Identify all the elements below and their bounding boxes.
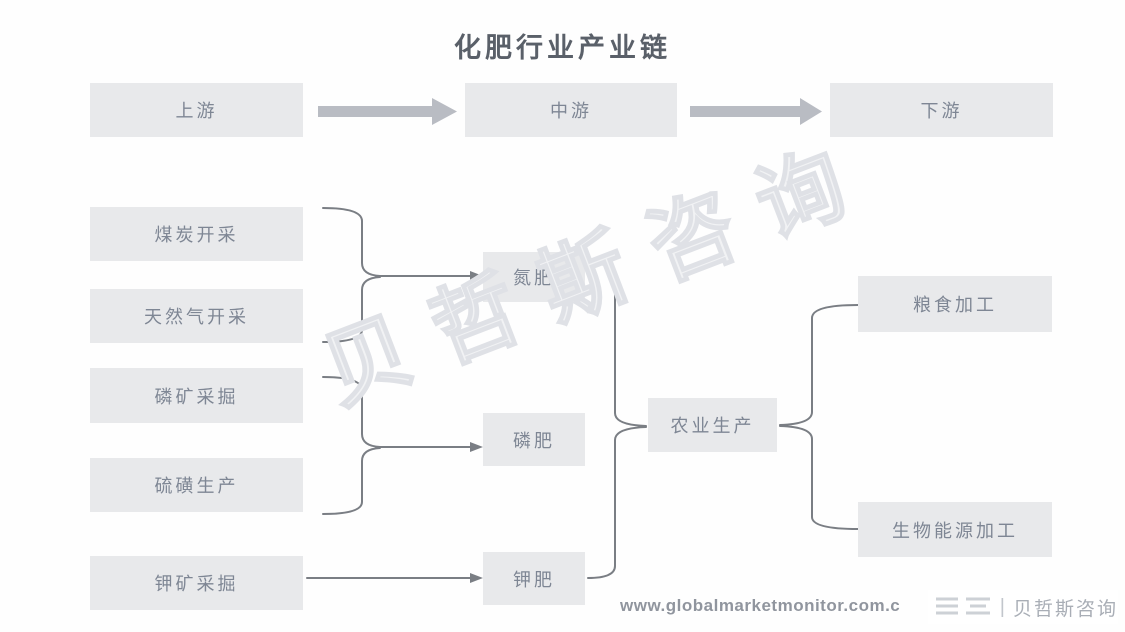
node-natural-gas-label: 天然气开采 <box>144 307 249 327</box>
brace-agriculture-split <box>779 304 859 426</box>
brace-phos-sulfur-lower <box>322 447 381 515</box>
footer-url: www.globalmarketmonitor.com.c <box>620 596 901 615</box>
node-coal-mining: 煤炭开采 <box>90 207 303 261</box>
brace-coal-gas <box>322 207 381 277</box>
node-phosphate-mining: 磷矿采掘 <box>90 368 303 423</box>
stage-label-downstream: 下游 <box>920 101 963 121</box>
logo-separator: | <box>999 596 1005 618</box>
node-bioenergy-processing-label: 生物能源加工 <box>892 520 1018 541</box>
brace-fertilizers-lower <box>587 426 647 579</box>
logo-brand-text: 贝哲斯咨询 <box>1012 598 1118 620</box>
node-grain-processing: 粮食加工 <box>858 276 1052 332</box>
arrowhead-nitrogen-icon <box>470 271 483 281</box>
node-agriculture: 农业生产 <box>648 398 777 452</box>
stage-box-downstream: 下游 <box>830 83 1053 137</box>
node-bioenergy-processing: 生物能源加工 <box>858 502 1052 557</box>
node-sulfur-production: 硫磺生产 <box>90 458 303 512</box>
stage-label-midstream: 中游 <box>550 101 592 121</box>
footer-logo: | 贝哲斯咨询 <box>927 590 1118 624</box>
node-agriculture-label: 农业生产 <box>670 416 755 436</box>
node-natural-gas: 天然气开采 <box>90 289 303 343</box>
node-phosphate-fertilizer: 磷肥 <box>483 413 585 466</box>
node-potash-mining-label: 钾矿采掘 <box>154 574 239 594</box>
node-sulfur-production-label: 硫磺生产 <box>154 476 239 496</box>
node-phosphate-mining-label: 磷矿采掘 <box>154 386 239 407</box>
node-potash-mining: 钾矿采掘 <box>90 556 303 610</box>
node-coal-mining-label: 煤炭开采 <box>154 225 239 245</box>
node-nitrogen-fertilizer-label: 氮肥 <box>513 268 555 288</box>
node-nitrogen-fertilizer: 氮肥 <box>483 252 585 302</box>
node-phosphate-fertilizer-label: 磷肥 <box>513 430 555 451</box>
arrowhead-potash-icon <box>470 573 483 583</box>
bezes-logo-mark-icon <box>935 597 990 615</box>
stage-arrow-mid-to-down-icon <box>690 98 822 125</box>
stage-box-midstream: 中游 <box>465 83 677 137</box>
stage-label-upstream: 上游 <box>175 101 218 121</box>
brace-phos-sulfur <box>322 376 381 448</box>
stage-box-upstream: 上游 <box>90 83 303 137</box>
node-grain-processing-label: 粮食加工 <box>913 295 997 315</box>
node-potash-fertilizer: 钾肥 <box>483 552 585 605</box>
node-potash-fertilizer-label: 钾肥 <box>513 569 555 590</box>
brace-agriculture-split-lower <box>779 425 859 530</box>
stage-arrow-up-to-mid-icon <box>318 98 457 125</box>
brace-coal-gas-lower <box>322 276 381 343</box>
page-title: 化肥行业产业链 <box>454 33 671 63</box>
brace-fertilizers <box>587 262 647 427</box>
arrowhead-phosphate-icon <box>470 442 483 452</box>
